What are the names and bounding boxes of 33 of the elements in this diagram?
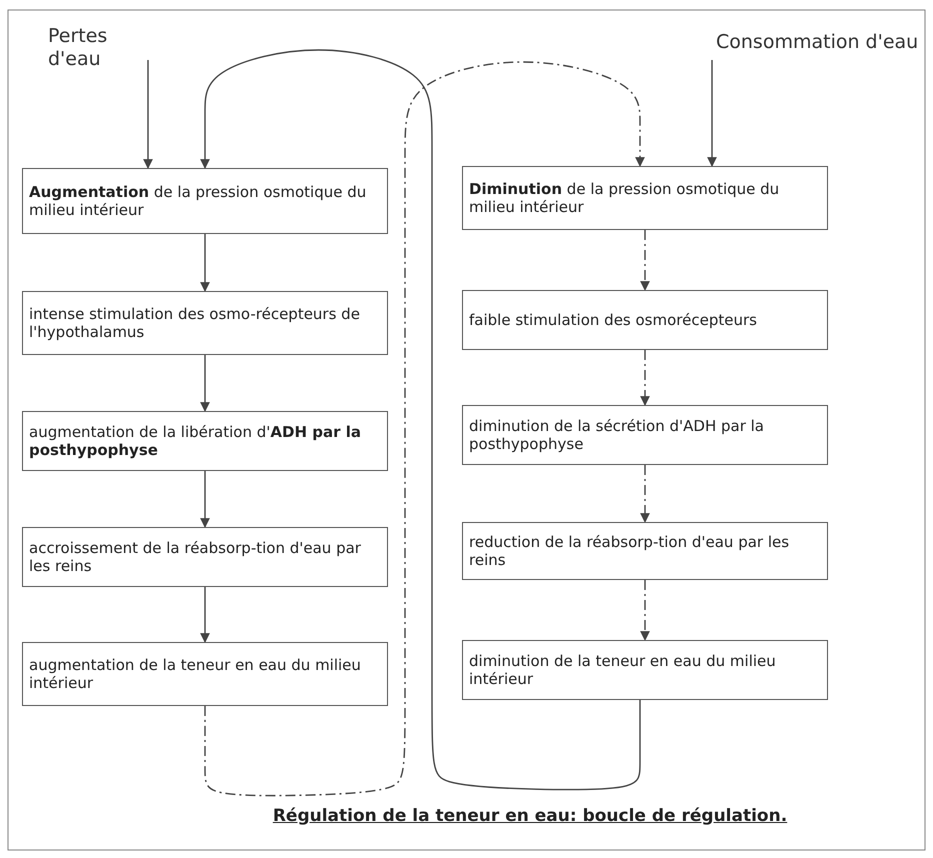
arrow [640, 350, 650, 406]
process-box [22, 642, 388, 706]
process-box [462, 166, 828, 230]
arrow [200, 234, 210, 292]
arrow [200, 471, 210, 528]
arrow [640, 580, 650, 641]
box-text: intense stimulation des osmo-récepteurs de l'hypothalamus [29, 305, 361, 341]
arrow [707, 60, 717, 167]
box-text: Augmentation de la pression osmotique du milieu intérieur [29, 183, 368, 219]
input-label: Consommation d'eau [716, 30, 918, 54]
arrow [640, 230, 650, 291]
box-text: augmentation de la libération d'ADH par la posthypophyse [29, 423, 362, 459]
arrow [143, 60, 153, 169]
box-text: augmentation de la teneur en eau du milieu intérieur [29, 656, 362, 692]
process-box [22, 411, 388, 471]
box-text: diminution de la sécrétion d'ADH par la posthypophyse [469, 417, 765, 453]
box-text: diminution de la teneur en eau du milieu intérieur [469, 652, 777, 688]
process-box [462, 522, 828, 580]
arrow [200, 355, 210, 412]
input-label: Pertes d'eau [48, 25, 108, 71]
process-box [462, 640, 828, 700]
box-text: reduction de la réabsorp-tion d'eau par les reins [469, 533, 790, 569]
process-box [22, 291, 388, 355]
process-box [22, 527, 388, 587]
box-text: faible stimulation des osmorécepteurs [469, 311, 757, 329]
box-text: accroissement de la réabsorp-tion d'eau par les reins [29, 539, 362, 575]
process-box [22, 168, 388, 234]
arrow [640, 465, 650, 523]
box-text: Diminution de la pression osmotique du milieu intérieur [469, 180, 780, 216]
process-box [462, 290, 828, 350]
caption: Régulation de la teneur en eau: boucle de régulation. [272, 806, 788, 826]
arrow [200, 587, 210, 643]
process-box [462, 405, 828, 465]
